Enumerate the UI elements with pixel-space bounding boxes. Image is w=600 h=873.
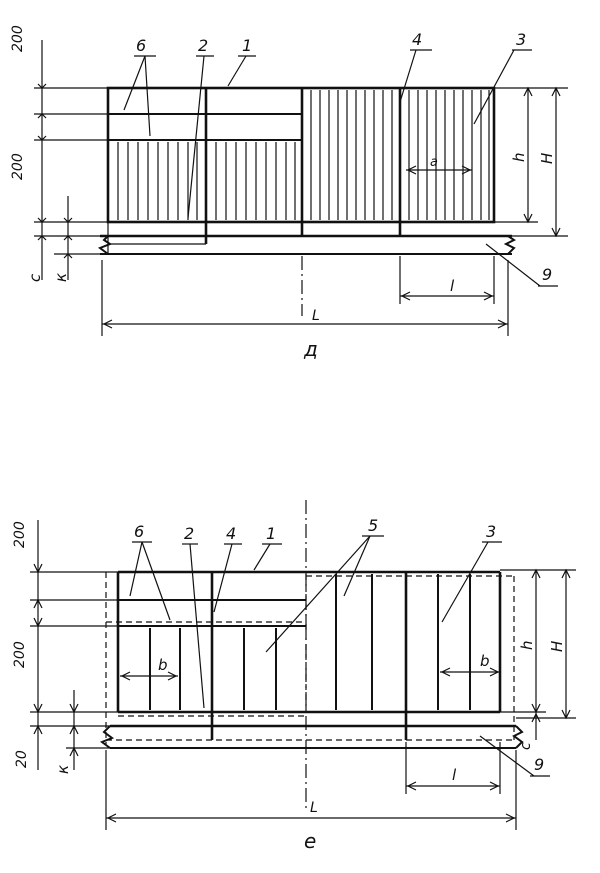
callout-6: 6 xyxy=(136,36,146,55)
right-dimensions xyxy=(494,86,568,238)
dim-l: l xyxy=(452,766,457,784)
dim-200-top: 200 xyxy=(10,25,26,52)
break-right xyxy=(512,725,524,749)
dim-b-right: b xyxy=(480,652,490,670)
boards-right xyxy=(335,574,471,710)
left-dimensions xyxy=(30,520,118,770)
callout-leaders xyxy=(123,49,558,287)
callout-2: 2 xyxy=(184,524,194,543)
dim-h: h xyxy=(510,152,528,162)
callout-4: 4 xyxy=(412,30,422,49)
hatching-left xyxy=(117,142,296,220)
dim-c: c xyxy=(518,742,534,750)
dim-c: c xyxy=(26,273,44,282)
dim-L-arrows xyxy=(106,813,516,823)
dim-b-left: b xyxy=(158,656,168,674)
dim-200-middle: 200 xyxy=(12,641,28,668)
callout-3: 3 xyxy=(486,522,496,541)
dim-b-arrows xyxy=(440,667,500,677)
boards-left xyxy=(149,628,277,710)
dim-L: L xyxy=(310,800,318,816)
callout-5: 5 xyxy=(368,516,378,535)
dim-L: L xyxy=(312,308,320,324)
figure-d: 200 200 c к h H a l L д xyxy=(10,25,568,361)
callout-3: 3 xyxy=(516,30,526,49)
dim-h: h xyxy=(518,640,536,650)
figure-caption-d: д xyxy=(303,337,318,361)
dim-l-arrows xyxy=(400,291,494,301)
callout-6: 6 xyxy=(134,522,144,541)
dim-l: l xyxy=(450,277,455,295)
dim-k: к xyxy=(54,765,72,774)
break-right xyxy=(503,235,516,255)
dim-200-top: 200 xyxy=(12,521,28,548)
left-dimensions xyxy=(34,40,108,280)
callout-9: 9 xyxy=(542,265,552,284)
dim-a: a xyxy=(430,155,438,170)
break-left xyxy=(99,725,115,749)
dim-b-arrows xyxy=(120,671,178,681)
dim-H: H xyxy=(548,641,566,652)
dim-a-arrows xyxy=(406,165,472,175)
callout-9: 9 xyxy=(534,755,544,774)
callout-1: 1 xyxy=(242,36,252,55)
callout-1: 1 xyxy=(266,524,276,543)
dim-k: к xyxy=(52,273,70,282)
callout-2: 2 xyxy=(198,36,208,55)
dim-20: 20 xyxy=(14,750,30,768)
dim-L-arrows xyxy=(102,319,508,329)
callout-4: 4 xyxy=(226,524,236,543)
figure-caption-e: е xyxy=(304,829,316,853)
hatching-right xyxy=(310,90,490,220)
dim-200-middle: 200 xyxy=(10,153,26,180)
dim-l-arrows xyxy=(406,781,500,791)
callout-leaders xyxy=(129,535,550,777)
figure-e: 200 200 20 к h H c b b l xyxy=(12,500,576,853)
right-dimensions xyxy=(500,568,576,740)
dim-H: H xyxy=(538,153,556,164)
